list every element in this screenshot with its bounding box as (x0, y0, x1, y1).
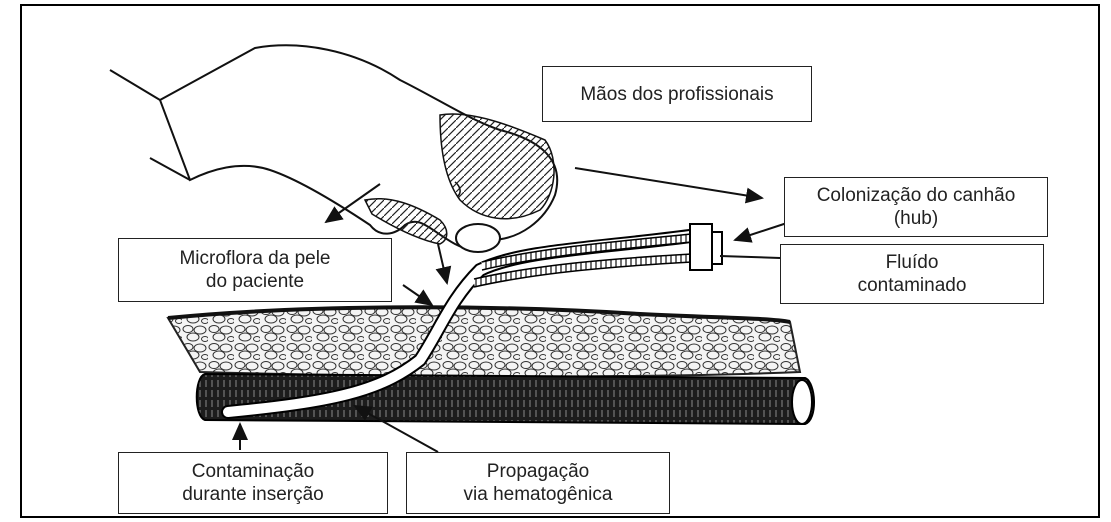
label-contaminated-fluid: Fluído contaminado (780, 244, 1044, 304)
label-insertion-contamination: Contaminação durante inserção (118, 452, 388, 514)
catheter-hub (690, 224, 722, 270)
label-skin-microflora: Microflora da pele do paciente (118, 238, 392, 302)
arrow-hub-label (735, 222, 790, 240)
arrow-fluid-label (720, 256, 780, 258)
professional-hand (110, 45, 557, 252)
arrow-skin-to-catheter (403, 285, 432, 305)
arrow-hands-to-insertion (438, 244, 447, 283)
label-hematogenous-spread: Propagação via hematogênica (406, 452, 670, 514)
arrow-hands-to-hub (575, 168, 762, 198)
label-hub-colonization: Colonização do canhão (hub) (784, 177, 1048, 237)
label-hands: Mãos dos profissionais (542, 66, 812, 122)
skin-tissue-layer (168, 307, 800, 376)
